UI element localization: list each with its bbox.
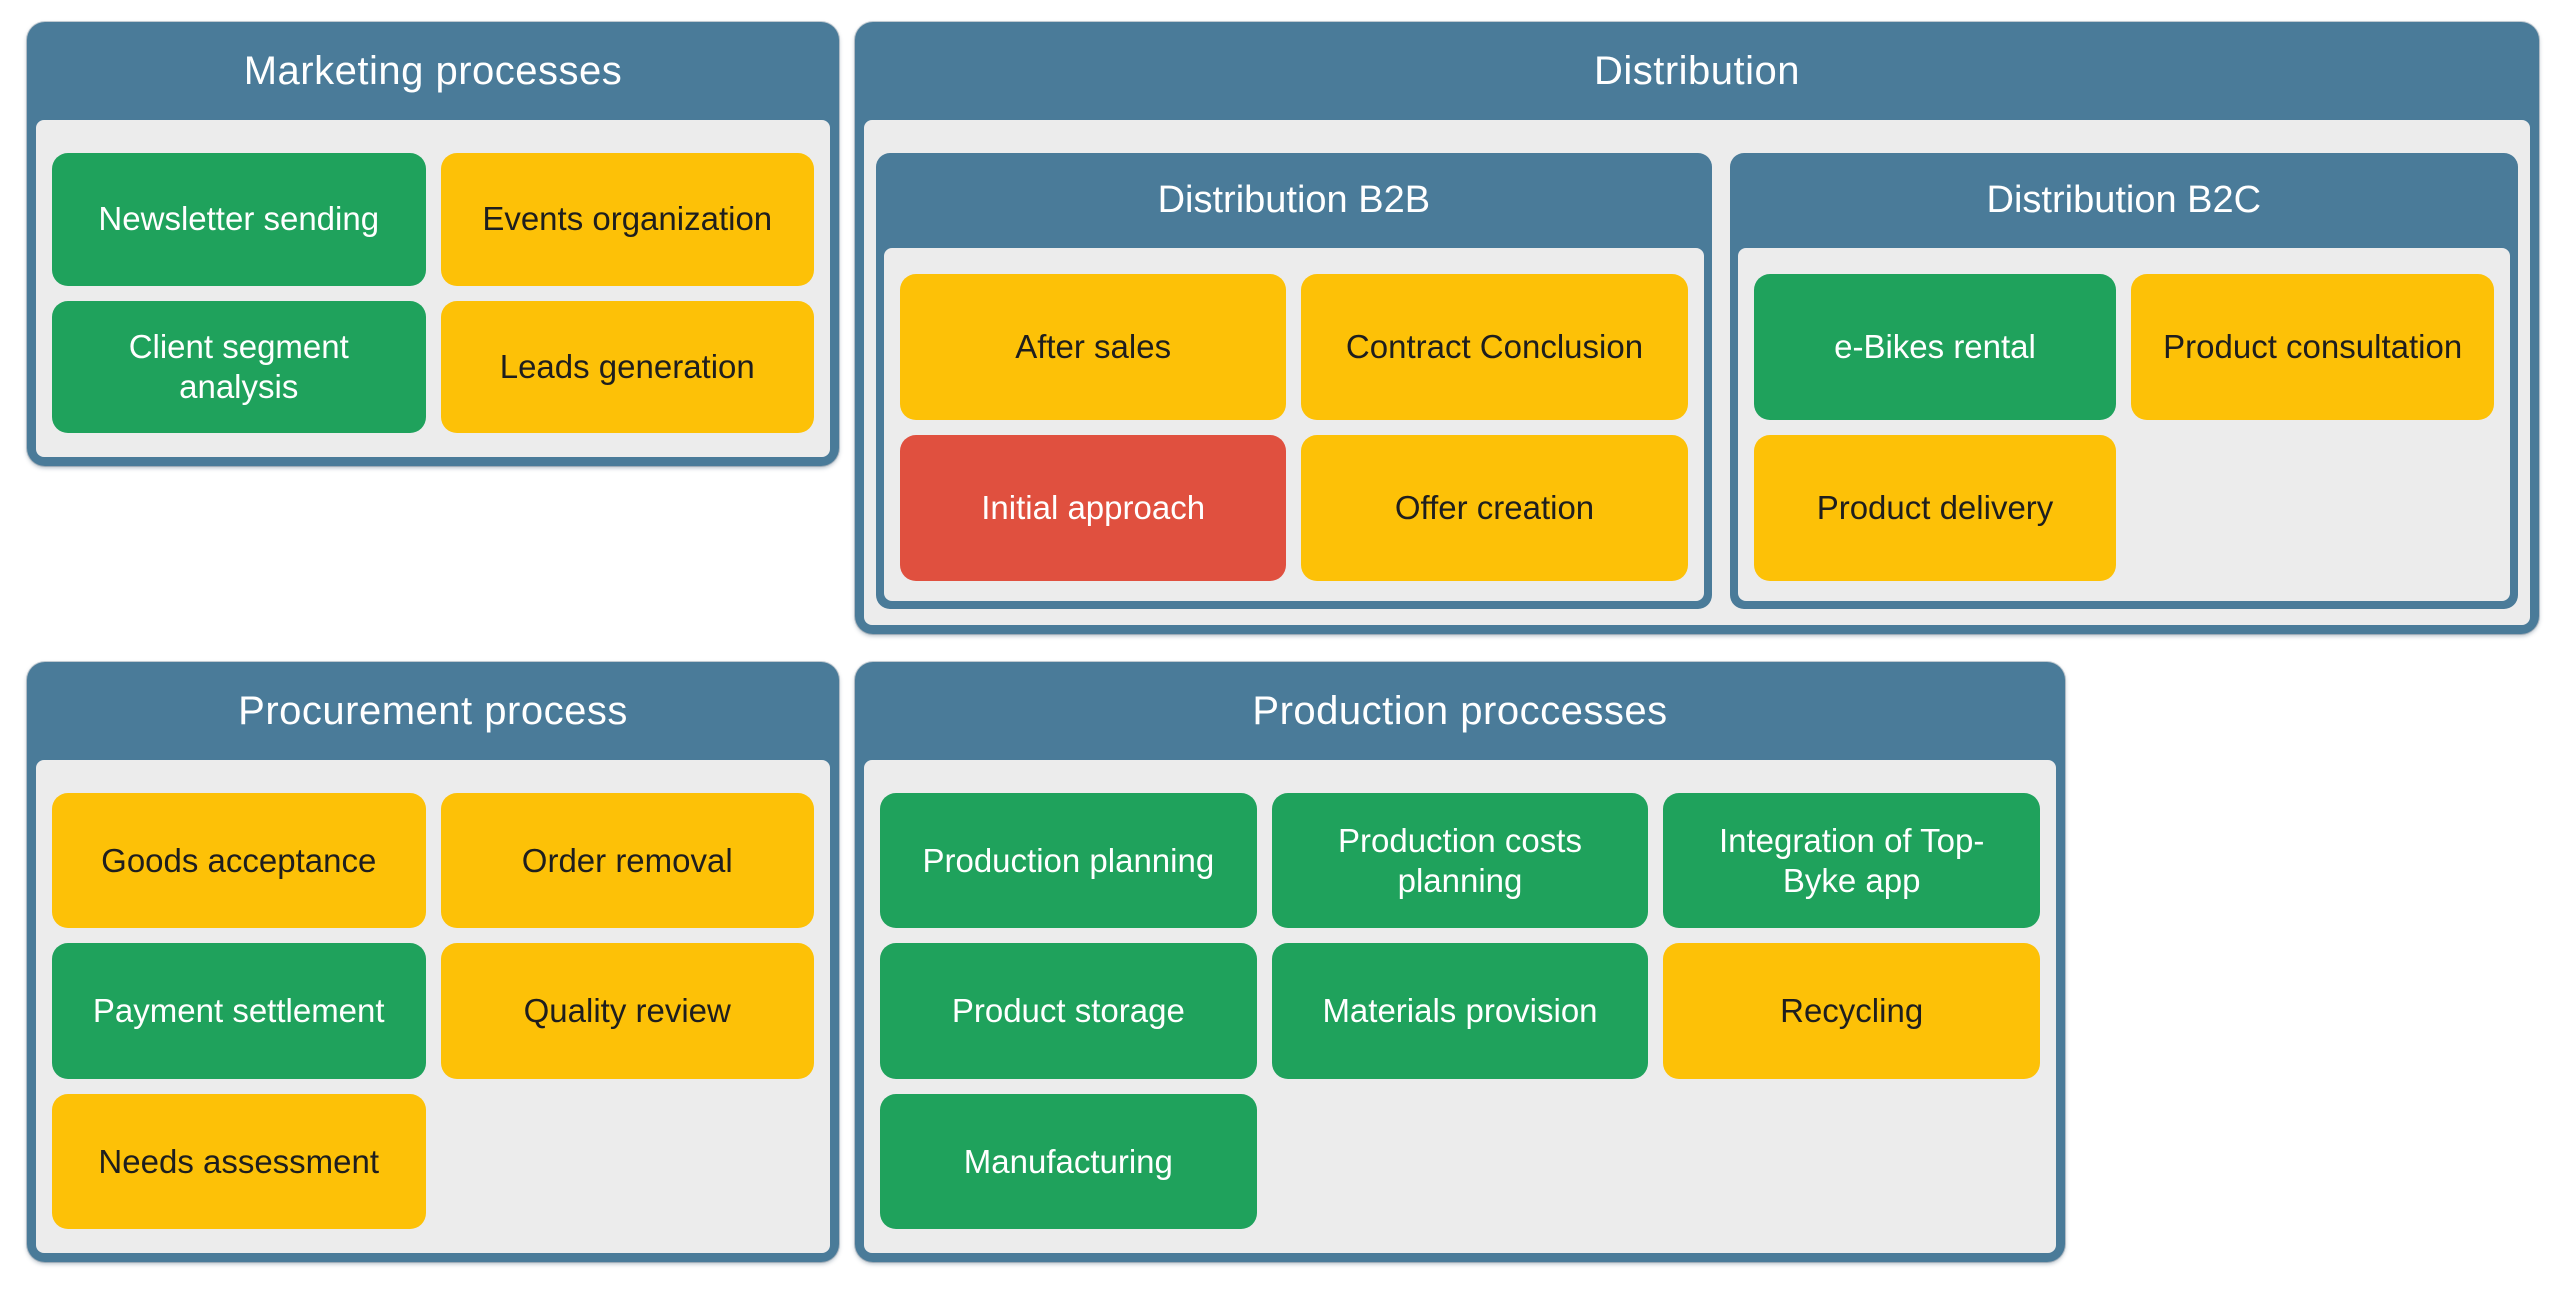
tile-needs-assessment-label: Needs assessment [98, 1142, 380, 1180]
tile-newsletter-sending-label: Newsletter sending [98, 200, 380, 238]
subpanel-distribution-b2b-body: After sales Contract Conclusion Initial … [884, 248, 1704, 601]
tile-order-removal[interactable]: Order removal [440, 793, 814, 929]
tile-initial-approach[interactable]: Initial approach [900, 435, 1287, 581]
tile-integration-of-top-byke-app-label: Integration of Top-Byke app [1718, 822, 1985, 899]
panel-production-body: Production planning Production costs pla… [864, 760, 2056, 1253]
tile-production-planning-label: Production planning [922, 841, 1215, 879]
tile-production-planning[interactable]: Production planning [880, 793, 1257, 929]
panel-distribution-header: Distribution [855, 22, 2539, 120]
panel-marketing-header: Marketing processes [27, 22, 839, 120]
tile-e-bikes-rental-label: e-Bikes rental [1834, 328, 2036, 366]
tile-product-consultation-label: Product consultation [2163, 328, 2463, 366]
tile-needs-assessment[interactable]: Needs assessment [52, 1093, 426, 1229]
distribution-subpanel-row: Distribution B2B After sales Contract Co… [864, 120, 2530, 625]
tile-goods-acceptance-label: Goods acceptance [101, 841, 377, 879]
tile-client-segment-analysis-label: Client segment analysis [128, 328, 349, 405]
tile-newsletter-sending[interactable]: Newsletter sending [52, 153, 426, 286]
tile-manufacturing[interactable]: Manufacturing [880, 1093, 1257, 1229]
panel-marketing-title: Marketing processes [243, 48, 623, 93]
tile-product-consultation[interactable]: Product consultation [2131, 274, 2494, 420]
tile-recycling-label: Recycling [1780, 992, 1924, 1030]
tile-leads-generation[interactable]: Leads generation [440, 300, 814, 433]
tile-leads-generation-label: Leads generation [499, 347, 755, 385]
tile-production-costs-planning[interactable]: Production costs planning [1271, 793, 1649, 929]
panel-procurement-process: Procurement process Goods acceptance Ord… [27, 662, 839, 1262]
tile-product-storage-label: Product storage [951, 992, 1185, 1030]
panel-distribution-title: Distribution [1593, 48, 1801, 93]
panel-procurement-header: Procurement process [27, 662, 839, 760]
tile-manufacturing-label: Manufacturing [963, 1142, 1173, 1180]
tile-contract-conclusion[interactable]: Contract Conclusion [1301, 274, 1688, 420]
panel-procurement-body: Goods acceptance Order removal Payment s… [36, 760, 830, 1253]
subpanel-distribution-b2c-body: e-Bikes rental Product consultation Prod… [1737, 248, 2510, 601]
subpanel-distribution-b2c: Distribution B2C e-Bikes rental Product … [1729, 153, 2518, 609]
tile-payment-settlement[interactable]: Payment settlement [52, 943, 426, 1079]
panel-production-processes: Production proccesses Production plannin… [855, 662, 2065, 1262]
tile-order-removal-label: Order removal [521, 841, 733, 879]
tile-initial-approach-label: Initial approach [981, 489, 1206, 527]
tile-integration-of-top-byke-app[interactable]: Integration of Top-Byke app [1663, 793, 2040, 929]
tile-offer-creation[interactable]: Offer creation [1301, 435, 1688, 581]
tile-product-delivery[interactable]: Product delivery [1753, 435, 2117, 581]
tile-e-bikes-rental[interactable]: e-Bikes rental [1753, 274, 2117, 420]
panel-distribution-body: Distribution B2B After sales Contract Co… [864, 120, 2530, 625]
tile-materials-provision[interactable]: Materials provision [1271, 943, 1649, 1079]
tile-goods-acceptance[interactable]: Goods acceptance [52, 793, 426, 929]
tile-materials-provision-label: Materials provision [1322, 992, 1598, 1030]
tile-contract-conclusion-label: Contract Conclusion [1345, 328, 1644, 366]
subpanel-distribution-b2b-header: Distribution B2B [876, 153, 1712, 248]
panel-production-title: Production proccesses [1252, 688, 1668, 733]
tile-payment-settlement-label: Payment settlement [92, 992, 385, 1030]
tile-production-costs-planning-label: Production costs planning [1338, 822, 1582, 899]
tile-product-delivery-label: Product delivery [1816, 489, 2054, 527]
tile-recycling[interactable]: Recycling [1663, 943, 2040, 1079]
tile-offer-creation-label: Offer creation [1394, 489, 1595, 527]
panel-distribution: Distribution Distribution B2B After sale… [855, 22, 2539, 634]
tile-events-organization[interactable]: Events organization [440, 153, 814, 286]
tile-after-sales-label: After sales [1015, 328, 1172, 366]
subpanel-distribution-b2c-header: Distribution B2C [1730, 153, 2518, 248]
tile-product-storage[interactable]: Product storage [880, 943, 1257, 1079]
tile-client-segment-analysis[interactable]: Client segment analysis [52, 300, 426, 433]
tile-quality-review-label: Quality review [523, 992, 731, 1030]
subpanel-distribution-b2b: Distribution B2B After sales Contract Co… [876, 153, 1712, 609]
tile-events-organization-label: Events organization [482, 200, 773, 238]
panel-production-header: Production proccesses [855, 662, 2065, 760]
tile-quality-review[interactable]: Quality review [440, 943, 814, 1079]
panel-marketing-body: Newsletter sending Events organization C… [36, 120, 830, 457]
panel-marketing-processes: Marketing processes Newsletter sending E… [27, 22, 839, 466]
subpanel-distribution-b2c-title: Distribution B2C [1986, 179, 2262, 221]
tile-after-sales[interactable]: After sales [900, 274, 1287, 420]
panel-procurement-title: Procurement process [238, 688, 628, 733]
subpanel-distribution-b2b-title: Distribution B2B [1157, 179, 1431, 221]
